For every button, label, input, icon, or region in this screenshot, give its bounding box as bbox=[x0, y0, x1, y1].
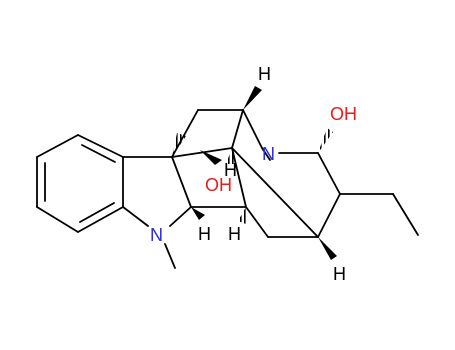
bond bbox=[169, 206, 192, 227]
bond bbox=[245, 206, 269, 238]
wedge-bond bbox=[191, 207, 205, 220]
bond bbox=[242, 109, 263, 149]
hydrogen-middle-label: H bbox=[228, 224, 241, 244]
hydrogen-top-label: H bbox=[258, 64, 271, 84]
hydrogen-left-label: H bbox=[198, 224, 211, 244]
n-methyl-bond bbox=[164, 243, 176, 269]
bond bbox=[231, 109, 244, 149]
bond bbox=[79, 202, 115, 223]
wedge-bond bbox=[200, 150, 222, 165]
hashed-wedge-bond bbox=[226, 148, 236, 164]
bond bbox=[231, 147, 319, 238]
bond bbox=[36, 134, 79, 158]
hydrogen-bottom-label: H bbox=[333, 264, 346, 284]
stereo-bonds bbox=[172, 86, 337, 260]
bond bbox=[81, 144, 116, 163]
hydroxyl-right-label: OH bbox=[330, 104, 357, 124]
atom-labels: N N OH OH H H H H H bbox=[150, 64, 357, 284]
bond bbox=[77, 134, 124, 158]
wedge-bond bbox=[318, 237, 337, 260]
cage-bonds bbox=[171, 109, 419, 238]
bond bbox=[392, 193, 419, 236]
nitrogen-indoline-label: N bbox=[150, 225, 163, 245]
indoline-ring bbox=[122, 156, 192, 269]
hydroxyl-center-label: OH bbox=[205, 175, 232, 195]
bond bbox=[317, 152, 341, 195]
hashed-wedge-bond bbox=[238, 207, 246, 224]
bond bbox=[317, 193, 341, 238]
benzene-ring bbox=[36, 134, 124, 233]
bond bbox=[261, 147, 271, 161]
bond bbox=[77, 206, 124, 233]
bond bbox=[36, 206, 79, 233]
bond bbox=[171, 147, 233, 158]
bond bbox=[171, 156, 192, 208]
hashed-wedge-bond bbox=[318, 128, 333, 153]
wedge-bond bbox=[243, 86, 262, 110]
hashed-wedge-bond bbox=[172, 133, 186, 157]
nitrogen-ring-label: N bbox=[262, 144, 275, 164]
hydrogen-center-label: H bbox=[224, 160, 237, 180]
bond bbox=[122, 206, 149, 227]
